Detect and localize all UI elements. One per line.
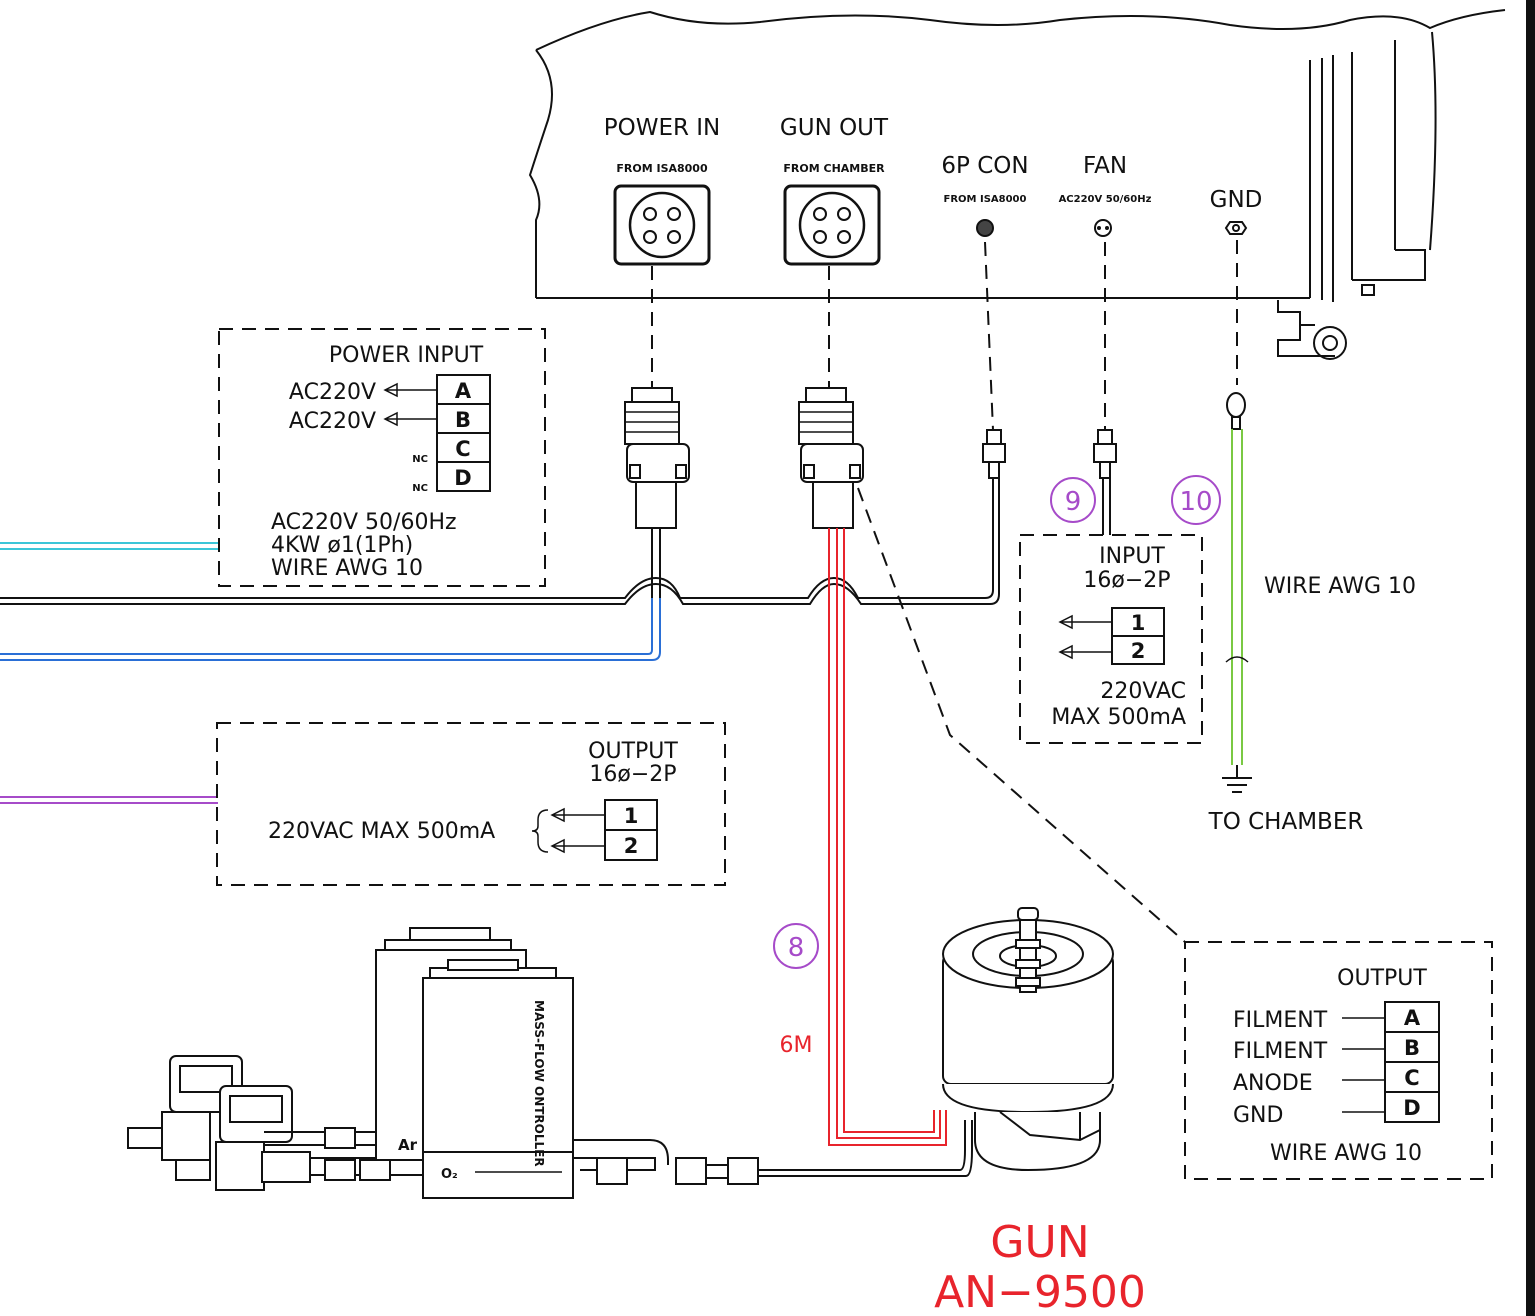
6p-con-plug: [982, 429, 1006, 479]
gun-output-title: OUTPUT: [1337, 966, 1427, 991]
callout-9: 9: [1050, 477, 1096, 523]
output-left-pin-2: 2: [624, 834, 639, 858]
frame-border: [1526, 0, 1535, 1316]
output-left-spec: 16ø−2P: [589, 762, 676, 787]
fan-plug: [1093, 429, 1117, 479]
fan-input-note-1: 220VAC: [1100, 679, 1186, 704]
power-pin-a-label: AC220V: [289, 380, 376, 405]
output-left-pin-1: 1: [624, 804, 639, 828]
fan-input-box: INPUT 16ø−2P 1 2 220VAC MAX 500mA: [1019, 534, 1203, 744]
mfc-label: MASS-FLOW ONTROLLER: [532, 1000, 546, 1167]
power-note-2: 4KW ø1(1Ph): [271, 533, 413, 558]
power-pin-d: D: [454, 466, 471, 490]
gun-out-source: FROM CHAMBER: [783, 162, 885, 175]
gun-pin-a: A: [1404, 1006, 1421, 1030]
mfc-gas-ar: Ar: [398, 1136, 418, 1154]
gun-output-leader: [857, 487, 1186, 943]
power-in-source: FROM ISA8000: [616, 162, 708, 175]
gun-pin-c-label: ANODE: [1233, 1071, 1313, 1096]
fan-input-spec: 16ø−2P: [1083, 568, 1170, 593]
fan-input-note-2: MAX 500mA: [1051, 705, 1186, 730]
mass-flow-controller-assembly: MASS-FLOW ONTROLLER Ar O₂: [127, 927, 973, 1199]
fan-panel-connector: FAN AC220V 50/60Hz: [1059, 153, 1152, 237]
ion-gun: [942, 907, 1114, 1172]
red-gun-cable: [828, 528, 947, 1146]
power-input-box: POWER INPUT A B C D AC220V AC220V NC NC …: [218, 328, 546, 587]
power-pin-d-label: NC: [412, 483, 428, 494]
gun-pin-d-label: GND: [1233, 1103, 1283, 1128]
fan-spec: AC220V 50/60Hz: [1059, 194, 1152, 205]
red-gun-cable-3: [843, 528, 935, 1133]
gun-out-title: GUN OUT: [780, 115, 889, 141]
gun-model: AN−9500: [934, 1267, 1146, 1316]
6p-con-source: FROM ISA8000: [944, 194, 1027, 205]
mfc-gas-o2: O₂: [441, 1167, 458, 1182]
power-pin-a: A: [455, 379, 472, 403]
gun-pin-b-label: FILMENT: [1233, 1039, 1328, 1064]
power-pin-b-label: AC220V: [289, 409, 376, 434]
output-left-label: 220VAC MAX 500mA: [268, 819, 495, 844]
power-note-3: WIRE AWG 10: [271, 556, 423, 581]
gun-out-panel-connector: GUN OUT FROM CHAMBER: [780, 115, 889, 266]
6p-con-leader: [984, 241, 994, 431]
callout-8: 8: [773, 923, 819, 969]
fan-input-title: INPUT: [1099, 544, 1165, 569]
svg-text:10: 10: [1179, 487, 1212, 517]
ring-terminal: [1226, 392, 1246, 430]
6p-con-title: 6P CON: [941, 153, 1028, 179]
fan-title: FAN: [1083, 153, 1127, 179]
ground-symbol: [1222, 765, 1252, 793]
gnd-title: GND: [1210, 187, 1263, 213]
6p-con-panel-connector: 6P CON FROM ISA8000: [941, 153, 1029, 237]
gun-pin-c: C: [1404, 1066, 1419, 1090]
svg-text:8: 8: [788, 933, 805, 963]
callout-10: 10: [1171, 475, 1221, 525]
power-pin-c-label: NC: [412, 454, 428, 465]
blue-cable: [0, 528, 653, 655]
equipment-cabinet: [528, 9, 1506, 360]
power-in-panel-connector: POWER IN FROM ISA8000: [604, 115, 721, 266]
power-in-plug: [624, 387, 690, 529]
power-note-1: AC220V 50/60Hz: [271, 510, 457, 535]
power-in-title: POWER IN: [604, 115, 721, 141]
svg-text:9: 9: [1065, 487, 1082, 517]
power-pin-b: B: [455, 408, 471, 432]
output-left-box: OUTPUT 16ø−2P 1 2 220VAC MAX 500mA: [216, 722, 726, 886]
gun-pin-a-label: FILMENT: [1233, 1008, 1328, 1033]
fan-input-pin-2: 2: [1131, 639, 1146, 663]
gun-pin-d: D: [1403, 1096, 1420, 1120]
gnd-terminal: GND: [1210, 187, 1263, 235]
gun-pin-b: B: [1404, 1036, 1420, 1060]
power-input-title: POWER INPUT: [329, 343, 484, 368]
fan-input-pin-1: 1: [1131, 611, 1146, 635]
power-pin-c: C: [455, 437, 470, 461]
fan-cable: [1102, 478, 1111, 535]
red-gun-cable-2: [836, 528, 941, 1139]
ground-wire-label: WIRE AWG 10: [1264, 574, 1416, 599]
blue-cable-2: [0, 528, 661, 661]
gun-title: GUN: [990, 1217, 1089, 1268]
gun-output-box: OUTPUT A B C D FILMENT FILMENT ANODE GND…: [1184, 941, 1493, 1180]
cable-length-label: 6M: [780, 1033, 813, 1058]
to-chamber-label: TO CHAMBER: [1208, 809, 1364, 835]
gun-output-note: WIRE AWG 10: [1270, 1141, 1422, 1166]
output-left-title: OUTPUT: [588, 739, 678, 764]
gun-out-plug: [798, 387, 864, 529]
